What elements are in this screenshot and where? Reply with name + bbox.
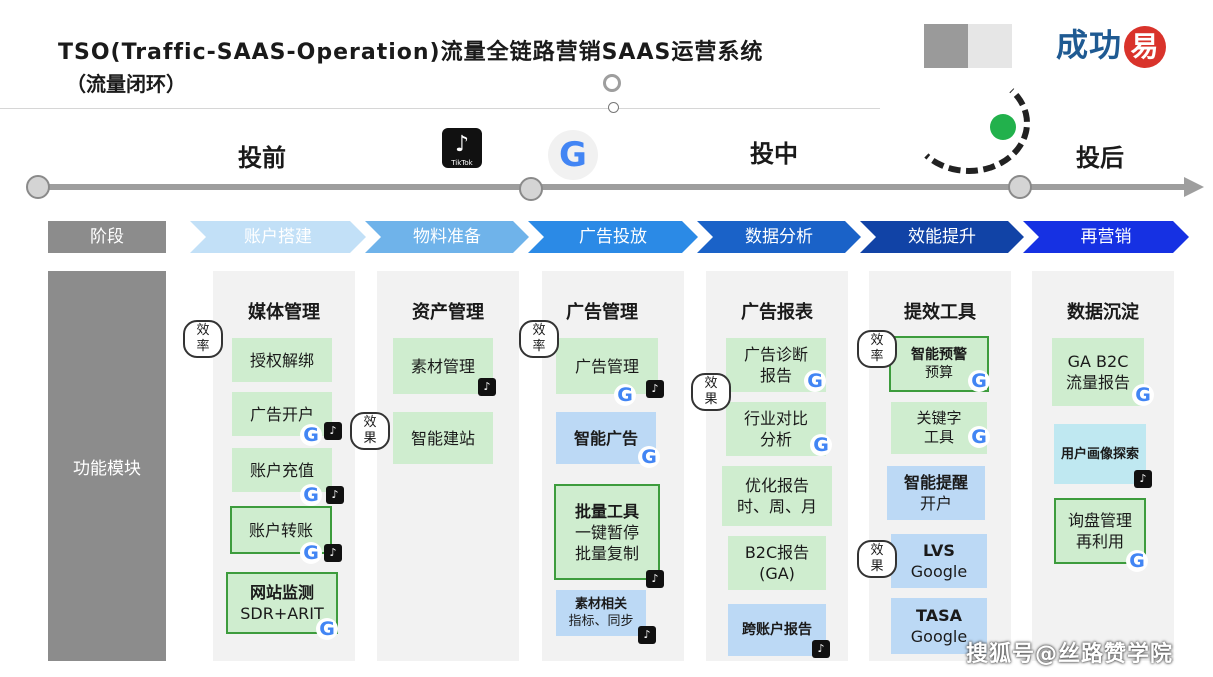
box-auth-unbind: 授权解绑: [232, 338, 332, 382]
page-subtitle: （流量闭环）: [66, 72, 186, 96]
brand-logo: 成功易: [1056, 20, 1167, 68]
column-title: 广告管理: [566, 302, 638, 323]
box-optimization-report: 优化报告时、周、月: [722, 466, 832, 526]
tiktok-icon: ♪: [324, 422, 342, 440]
timeline-line: [38, 184, 1190, 190]
stage-ad-delivery: 广告投放: [528, 221, 698, 253]
tiktok-icon: ♪: [638, 626, 656, 644]
tiktok-icon: ♪TikTok: [442, 128, 482, 168]
phase-during: 投中: [750, 140, 798, 168]
box-material-related: 素材相关指标、同步: [556, 590, 646, 636]
box-material-management: 素材管理: [393, 338, 493, 394]
box-industry-compare: 行业对比分析: [726, 402, 826, 456]
phase-post: 投后: [1076, 144, 1124, 172]
tiktok-icon: ♪: [1134, 470, 1152, 488]
page-title: TSO(Traffic-SAAS-Operation)流量全链路营销SAAS运营…: [58, 40, 764, 65]
google-icon: G: [968, 370, 990, 392]
box-smart-site: 智能建站: [393, 412, 493, 464]
watermark: 搜狐号@丝路赞学院: [966, 642, 1174, 667]
google-icon: G: [548, 130, 598, 180]
tag-efficiency: 效率: [183, 320, 223, 358]
google-icon: G: [614, 384, 636, 406]
stage-account-setup: 账户搭建: [190, 221, 366, 253]
column-asset-management: [377, 271, 519, 661]
google-icon: G: [810, 434, 832, 456]
google-icon: G: [1126, 550, 1148, 572]
timeline-arrow-icon: [1184, 177, 1204, 197]
tiktok-icon: ♪: [646, 380, 664, 398]
module-row-label: 功能模块: [48, 271, 166, 661]
box-cross-account-report: 跨账户报告: [728, 604, 826, 656]
google-icon: G: [316, 618, 338, 640]
tiktok-icon: ♪: [324, 544, 342, 562]
column-title: 提效工具: [904, 302, 976, 323]
phase-pre: 投前: [238, 144, 286, 172]
tag-efficiency: 效率: [519, 320, 559, 358]
tag-effect: 效果: [857, 540, 897, 578]
tag-effect: 效果: [691, 373, 731, 411]
column-title: 媒体管理: [248, 302, 320, 323]
google-icon: G: [300, 542, 322, 564]
tag-effect: 效果: [350, 412, 390, 450]
pin-icon: [603, 74, 621, 92]
tiktok-icon: ♪: [326, 486, 344, 504]
google-icon: G: [968, 426, 990, 448]
stage-material-prep: 物料准备: [365, 221, 529, 253]
tiktok-icon: ♪: [478, 378, 496, 396]
column-title: 数据沉淀: [1067, 302, 1139, 323]
column-title: 广告报表: [741, 302, 813, 323]
box-ad-management: 广告管理: [556, 338, 658, 394]
timeline-dot: [26, 175, 50, 199]
google-icon: G: [638, 446, 660, 468]
google-icon: G: [300, 424, 322, 446]
logo-text: 成功: [1056, 26, 1123, 64]
box-smart-reminder: 智能提醒开户: [887, 466, 985, 520]
timeline-dot: [519, 177, 543, 201]
pin-dot-icon: [608, 102, 619, 113]
logo-badge: 易: [1124, 26, 1167, 68]
stage-data-analysis: 数据分析: [697, 221, 861, 253]
tiktok-icon: ♪: [646, 570, 664, 588]
stage-row-label: 阶段: [48, 221, 166, 253]
box-bulk-tools: 批量工具一键暂停批量复制: [554, 484, 660, 580]
header-divider: [0, 108, 880, 109]
column-title: 资产管理: [412, 302, 484, 323]
google-icon: G: [804, 370, 826, 392]
box-b2c-report: B2C报告(GA): [728, 536, 826, 590]
google-icon: G: [300, 484, 322, 506]
box-user-persona: 用户画像探索: [1054, 424, 1146, 484]
tag-efficiency: 效率: [857, 330, 897, 368]
qr-code-icon: [880, 20, 1030, 174]
stage-efficiency: 效能提升: [860, 221, 1024, 253]
tiktok-icon: ♪: [812, 640, 830, 658]
timeline-dot: [1008, 175, 1032, 199]
google-icon: G: [1132, 384, 1154, 406]
stage-remarketing: 再营销: [1023, 221, 1189, 253]
